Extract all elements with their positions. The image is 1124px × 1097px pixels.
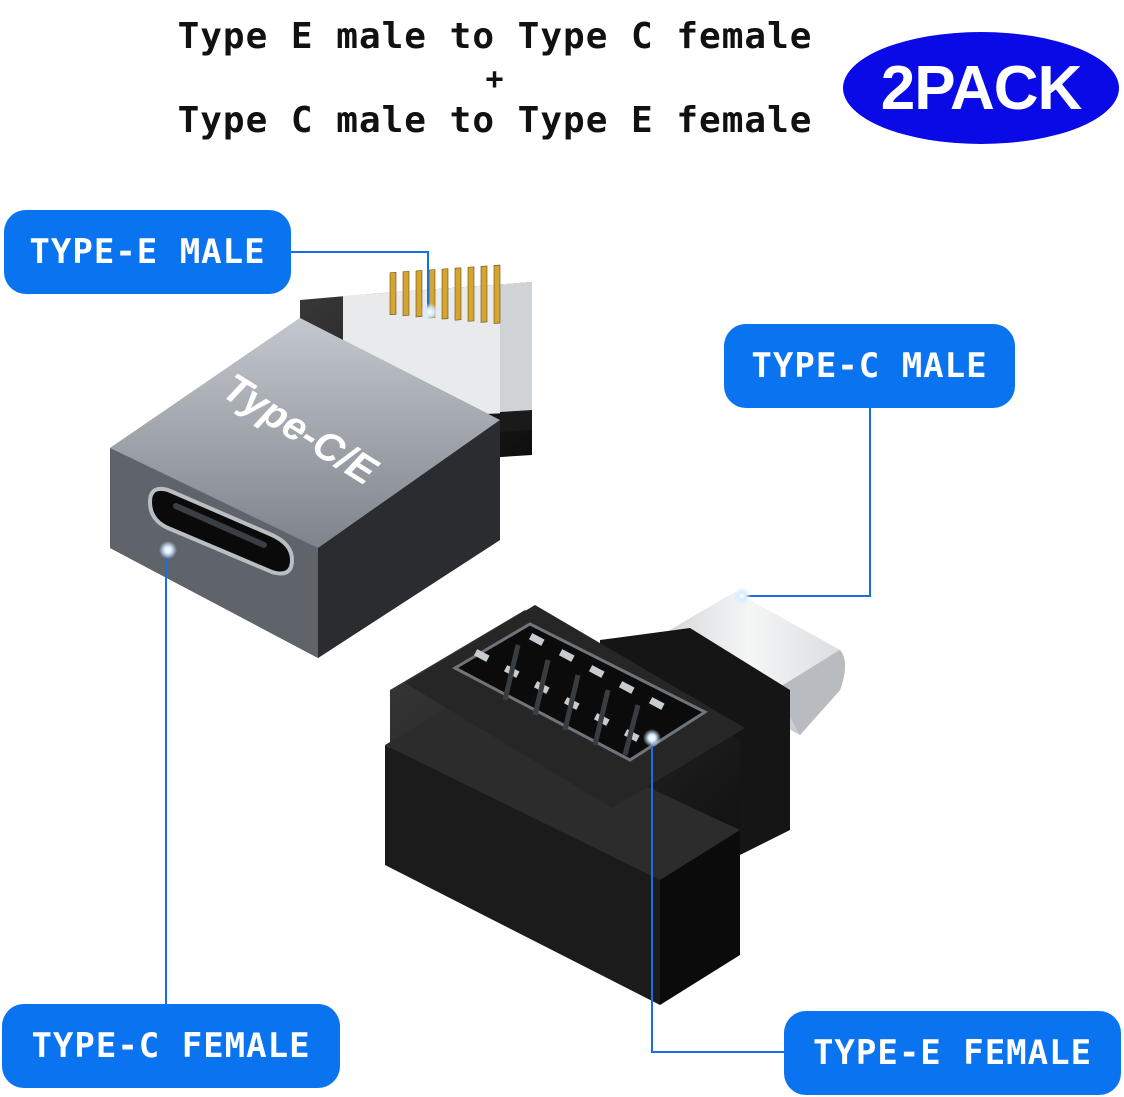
type-e-socket [451, 622, 709, 762]
callout-type-c-female: TYPE-C FEMALE [2, 1004, 340, 1088]
pack-badge: 2PACK [843, 32, 1119, 144]
callout-lines [165, 251, 871, 1053]
callout-type-e-female: TYPE-E FEMALE [784, 1011, 1121, 1095]
type-e-plug [343, 264, 536, 432]
callout-dots [159, 303, 751, 747]
headline-plus: + [485, 62, 505, 97]
headline-line-2: Type C male to Type E female [177, 100, 813, 141]
callout-type-e-male: TYPE-E MALE [4, 210, 291, 294]
adapter-type-e-male-to-type-c-female: Type-C/E [110, 264, 536, 658]
type-c-plug [670, 592, 845, 735]
callout-type-c-male: TYPE-C MALE [724, 324, 1015, 408]
adapter-type-c-male-to-type-e-female [385, 592, 845, 1005]
headline-line-1: Type E male to Type C female [177, 16, 813, 57]
type-c-socket [147, 486, 295, 576]
pack-badge-label: 2PACK [880, 53, 1083, 123]
